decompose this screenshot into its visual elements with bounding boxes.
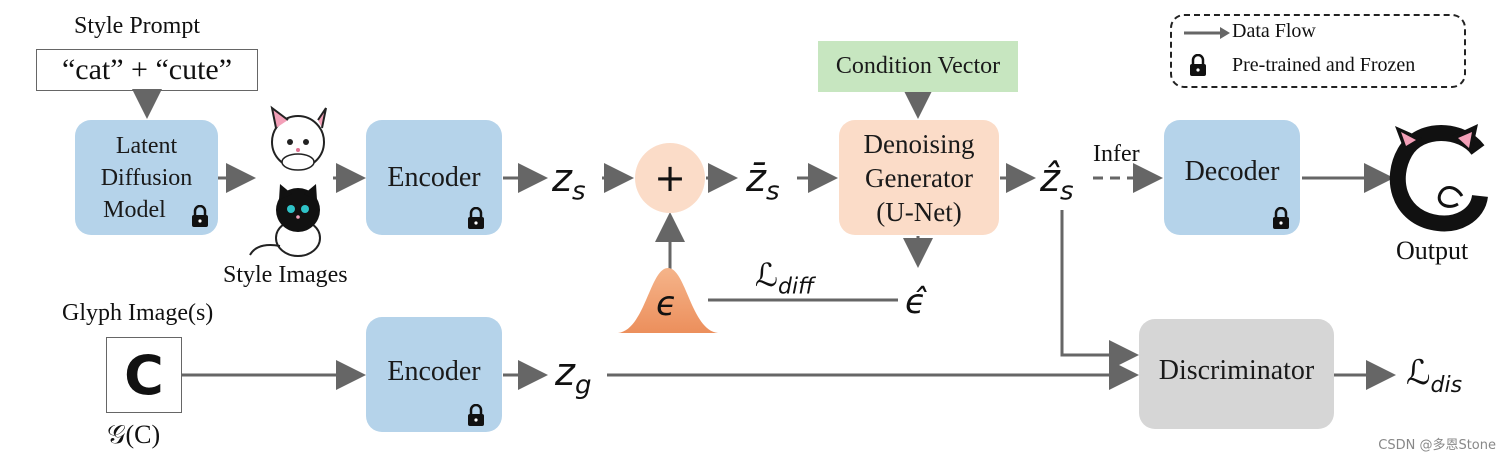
ldm-line-2: Diffusion xyxy=(100,164,193,191)
style-image-black-cat xyxy=(249,184,321,257)
glyph-letter: C xyxy=(124,343,164,407)
denoising-generator-box: Denoising Generator (U-Net) xyxy=(839,120,999,235)
condition-vector-label: Condition Vector xyxy=(835,53,1001,79)
lock-icon xyxy=(468,207,484,229)
l-dis-sub: dis xyxy=(1430,372,1463,398)
denoiser-line-1: Denoising xyxy=(863,128,975,159)
z-hat-s-sub: s xyxy=(1059,176,1074,207)
l-dis-symbol: ℒdis xyxy=(1406,353,1462,398)
encoder-bottom-box: Encoder xyxy=(366,317,502,432)
z-bar-s-sub: s xyxy=(765,176,780,207)
epsilon-hat-symbol: ϵ̂ xyxy=(905,282,926,322)
legend-arrow-icon xyxy=(1184,27,1230,39)
lock-icon xyxy=(1273,207,1289,229)
decoder-box: Decoder xyxy=(1164,120,1300,235)
noise-distribution xyxy=(618,268,718,333)
z-s-symbol: zs xyxy=(552,156,586,207)
z-bar-s-symbol: z̄s xyxy=(746,156,780,207)
style-image-white-cat xyxy=(270,105,327,171)
z-bar-s-main: z̄ xyxy=(746,156,766,200)
condition-vector-box: Condition Vector xyxy=(818,41,1018,92)
style-prompt-box: “cat” + “cute” xyxy=(36,49,258,91)
glyph-caption: 𝒢(C) xyxy=(107,420,161,449)
output-label: Output xyxy=(1396,236,1469,265)
z-g-sub: g xyxy=(574,370,592,401)
z-hat-s-main: ẑ xyxy=(1040,156,1060,200)
l-dis-main: ℒ xyxy=(1406,353,1431,393)
decoder-label: Decoder xyxy=(1184,155,1280,187)
encoder-top-box: Encoder xyxy=(366,120,502,235)
style-prompt-title: Style Prompt xyxy=(74,13,201,39)
infer-label: Infer xyxy=(1093,141,1140,167)
z-g-symbol: zg xyxy=(555,350,591,401)
output-image xyxy=(1389,122,1494,232)
glyph-images-title: Glyph Image(s) xyxy=(62,300,214,326)
lock-icon xyxy=(192,205,208,227)
encoder-top-label: Encoder xyxy=(387,161,481,193)
arrow-zhat-discriminator xyxy=(1060,210,1139,370)
style-images-label: Style Images xyxy=(223,262,348,288)
discriminator-label: Discriminator xyxy=(1158,355,1315,386)
legend-frozen-label: Pre-trained and Frozen xyxy=(1232,54,1416,76)
discriminator-box: Discriminator xyxy=(1139,319,1334,429)
legend-data-flow-label: Data Flow xyxy=(1232,20,1316,42)
denoiser-line-2: Generator xyxy=(865,162,973,193)
epsilon-symbol: ϵ xyxy=(656,284,677,324)
add-node: + xyxy=(635,143,705,213)
z-hat-s-symbol: ẑs xyxy=(1040,156,1074,207)
z-s-sub: s xyxy=(571,176,586,207)
watermark: CSDN @多恩Stone xyxy=(1378,438,1496,453)
l-diff-symbol: ℒdiff xyxy=(755,256,814,299)
l-diff-main: ℒ xyxy=(755,256,779,294)
glyph-image-box: C xyxy=(106,337,182,413)
encoder-bottom-label: Encoder xyxy=(387,355,481,387)
style-prompt-text: “cat” + “cute” xyxy=(61,53,233,86)
denoiser-line-3: (U-Net) xyxy=(876,196,962,227)
l-diff-sub: diff xyxy=(778,274,815,300)
z-s-main: z xyxy=(552,156,572,200)
legend: Data Flow Pre-trained and Frozen xyxy=(1170,14,1466,88)
ldm-line-1: Latent xyxy=(115,132,178,159)
z-g-main: z xyxy=(555,350,575,394)
plus-symbol: + xyxy=(654,156,686,200)
ldm-line-3: Model xyxy=(103,196,166,223)
legend-lock-icon xyxy=(1190,54,1206,76)
lock-icon xyxy=(468,404,484,426)
